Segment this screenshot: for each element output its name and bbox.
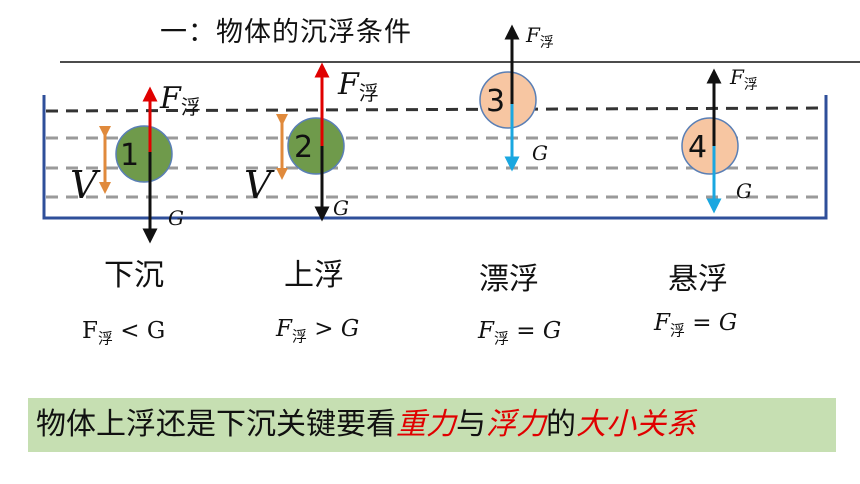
volume-label: V: [244, 163, 275, 207]
state-label-sinking: 下沉: [104, 258, 164, 293]
buoyancy-symbol: F: [159, 81, 182, 116]
state-label-rising: 上浮: [284, 258, 344, 293]
formula-F: F: [654, 310, 670, 336]
formula-G: G: [718, 310, 738, 336]
formula-sub: 浮: [493, 329, 509, 348]
volume-label: V: [70, 163, 101, 207]
formula-sinking: F浮 < G: [82, 318, 165, 349]
formula-operator: <: [120, 318, 140, 344]
state-label-floating: 漂浮: [479, 262, 539, 297]
ball-3: [479, 71, 537, 129]
gravity-label-3: G: [532, 141, 548, 165]
formula-G: G: [340, 316, 360, 342]
ball-number-1: 1: [120, 138, 139, 173]
formula-F: F: [82, 318, 98, 344]
formula-floating: F浮 = G: [478, 318, 561, 349]
water-container: [42, 95, 828, 220]
buoyancy-symbol: F: [525, 23, 541, 47]
formula-F: F: [276, 316, 292, 342]
formula-operator: =: [692, 310, 712, 336]
water-surface-line: [45, 106, 827, 113]
buoyancy-sub: 浮: [181, 95, 201, 119]
formula-sub: 浮: [97, 329, 113, 348]
slide-title: 一：物体的沉浮条件: [160, 17, 412, 48]
ball-1: [115, 125, 173, 183]
buoyancy-sub: 浮: [540, 35, 554, 51]
formula-rising: F浮 > G: [276, 316, 359, 347]
formula-sub: 浮: [669, 321, 685, 340]
buoyancy-label-2: F浮: [337, 67, 379, 105]
ball-number-4: 4: [688, 130, 707, 165]
banner-text: 物体上浮还是下沉关键要看: [36, 407, 396, 442]
buoyancy-sub: 浮: [744, 77, 758, 93]
buoyancy-label-1: F浮: [159, 81, 201, 119]
formula-suspended: F浮 = G: [654, 310, 737, 341]
gravity-label-2: G: [333, 196, 349, 220]
ball-1-group: V 1 F浮 G: [70, 81, 201, 244]
buoyancy-sub: 浮: [359, 81, 379, 105]
formula-G: G: [146, 318, 166, 344]
buoyancy-symbol: F: [337, 67, 360, 102]
buoyancy-symbol: F: [729, 65, 745, 89]
ball-4-group: 4 F浮 G: [681, 65, 758, 214]
buoyancy-label-3: F浮: [525, 23, 554, 51]
banner-emphasis-gravity: 重力: [396, 407, 456, 442]
formula-F: F: [478, 318, 494, 344]
ball-2-group: V 2 F浮 G: [244, 62, 379, 222]
buoyancy-label-4: F浮: [729, 65, 758, 93]
ball-3-group: 3 F浮 G: [479, 23, 554, 172]
gravity-label-4: G: [736, 179, 752, 203]
formula-operator: =: [516, 318, 536, 344]
banner-text: 的: [546, 407, 576, 442]
formula-G: G: [542, 318, 562, 344]
gravity-label-1: G: [168, 206, 184, 230]
ball-4: [681, 117, 739, 175]
banner-emphasis-buoyancy: 浮力: [486, 407, 546, 442]
ball-2: [287, 117, 345, 175]
ball-number-2: 2: [294, 130, 313, 165]
banner-emphasis-relation: 大小关系: [576, 407, 696, 442]
formula-sub: 浮: [291, 327, 307, 346]
conclusion-banner: 物体上浮还是下沉关键要看重力与浮力的大小关系: [28, 398, 836, 452]
ball-number-3: 3: [486, 84, 505, 119]
state-label-suspended: 悬浮: [668, 262, 728, 297]
banner-text: 与: [456, 407, 486, 442]
formula-operator: >: [314, 316, 334, 342]
